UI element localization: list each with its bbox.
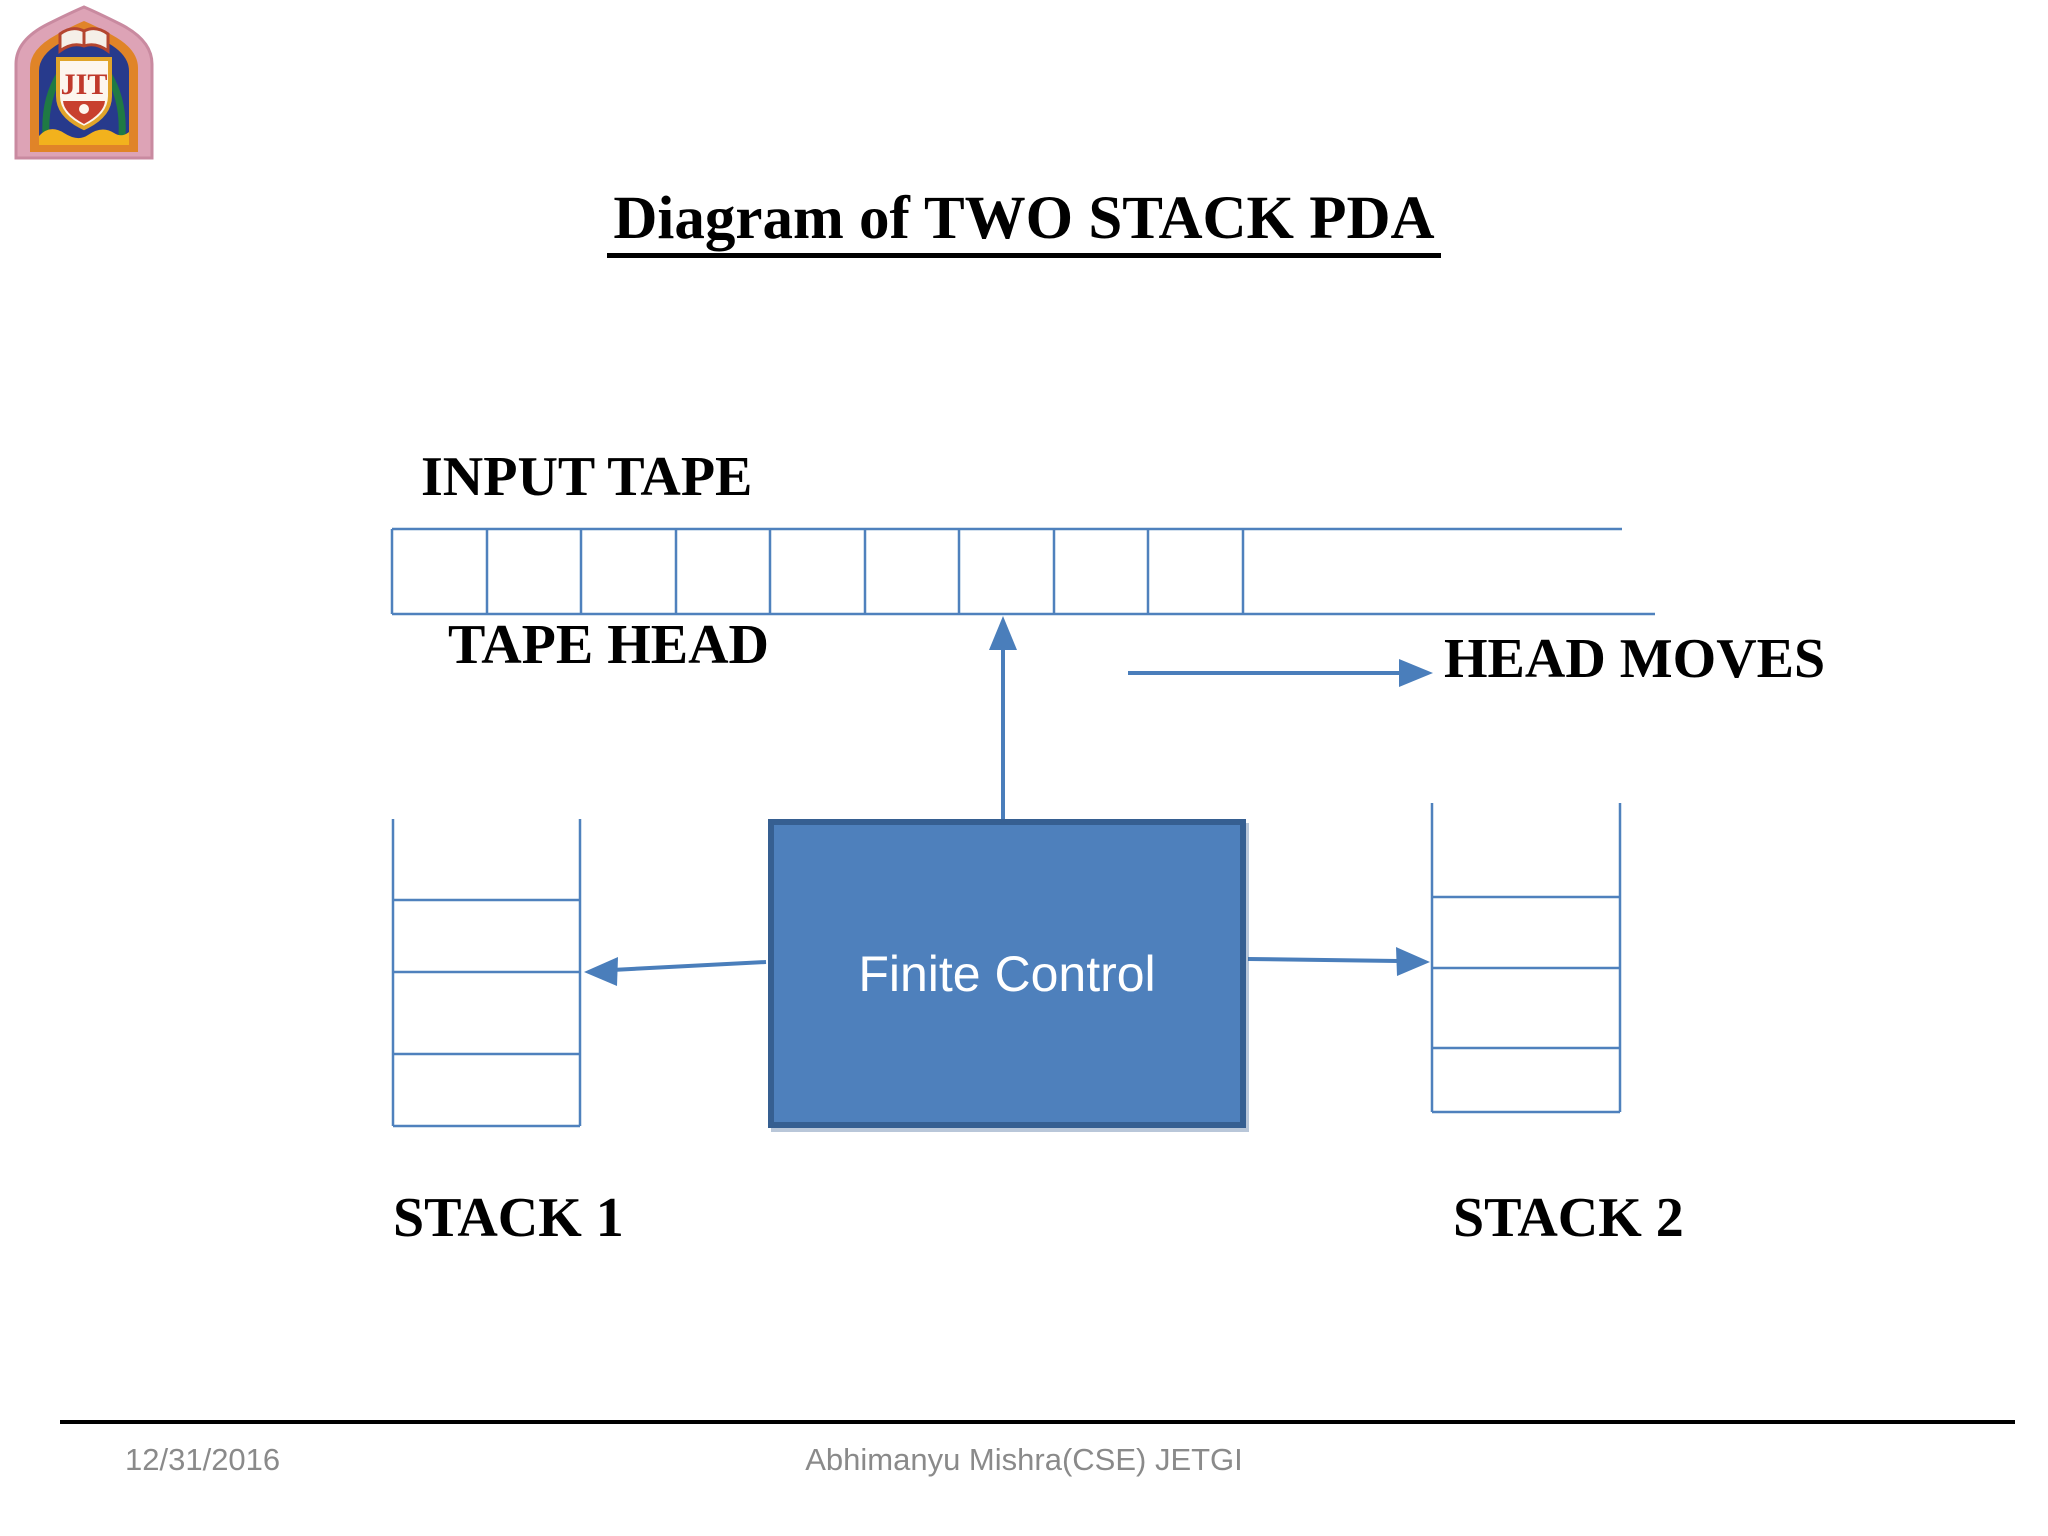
footer-author: Abhimanyu Mishra(CSE) JETGI	[805, 1442, 1243, 1477]
control-to-stack2-arrow	[1247, 947, 1430, 976]
control-to-stack1-arrow	[584, 957, 767, 986]
stack1	[391, 819, 582, 1128]
head-direction-arrow	[1128, 659, 1433, 687]
title-row: Diagram of TWO STACK PDA	[0, 188, 2048, 258]
input-tape	[390, 527, 1655, 616]
footer-date: 12/31/2016	[125, 1442, 281, 1477]
control-to-tape-arrow	[989, 616, 1017, 820]
tape-head-label: TAPE HEAD	[448, 614, 769, 676]
footer-divider	[60, 1420, 2015, 1424]
head-moves-label: HEAD MOVES	[1444, 628, 1826, 690]
logo-gold-wave	[39, 129, 129, 145]
stack2	[1430, 803, 1622, 1114]
college-logo-icon: JIT	[14, 5, 154, 160]
input-tape-label: INPUT TAPE	[421, 446, 753, 508]
stack2-label: STACK 2	[1453, 1187, 1684, 1249]
logo-monogram: JIT	[61, 68, 108, 101]
stack1-label: STACK 1	[393, 1187, 624, 1249]
finite-control-box: Finite Control	[768, 819, 1246, 1128]
page-title: Diagram of TWO STACK PDA	[607, 188, 1441, 258]
finite-control-label: Finite Control	[858, 945, 1156, 1002]
logo-shield-boss	[79, 104, 89, 114]
